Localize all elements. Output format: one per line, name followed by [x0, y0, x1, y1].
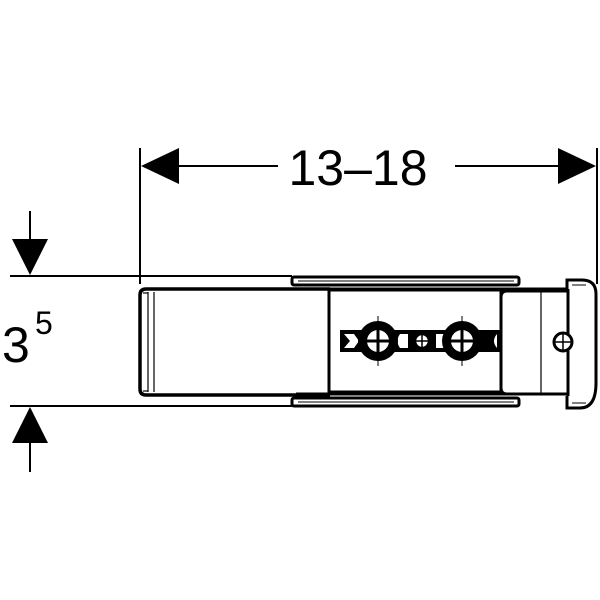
right-cap: [499, 289, 568, 396]
arrow-right-icon: [558, 148, 596, 184]
bar-cutout: [397, 334, 408, 348]
arrow-up-icon: [12, 407, 48, 443]
height-dimension-superscript: 5: [35, 305, 53, 341]
bar-cutout: [494, 334, 497, 348]
top-rail: [290, 275, 521, 287]
part-outline: [138, 275, 598, 410]
bottom-rail: [290, 396, 521, 408]
bar-cutout: [344, 334, 359, 348]
width-dimension: [139, 148, 598, 284]
end-clip: [565, 278, 598, 410]
arrow-left-icon: [141, 148, 179, 184]
height-dimension: [10, 211, 292, 472]
height-dimension-label: 3: [2, 317, 30, 373]
screw-icon: [413, 332, 431, 350]
width-dimension-label: 13–18: [288, 140, 427, 196]
arrow-down-icon: [12, 239, 48, 275]
bolt-icon: [358, 316, 398, 366]
bolt-strip: [340, 316, 500, 366]
left-housing: [138, 287, 330, 397]
screw-icon: [552, 331, 574, 353]
bolt-icon: [442, 316, 482, 366]
